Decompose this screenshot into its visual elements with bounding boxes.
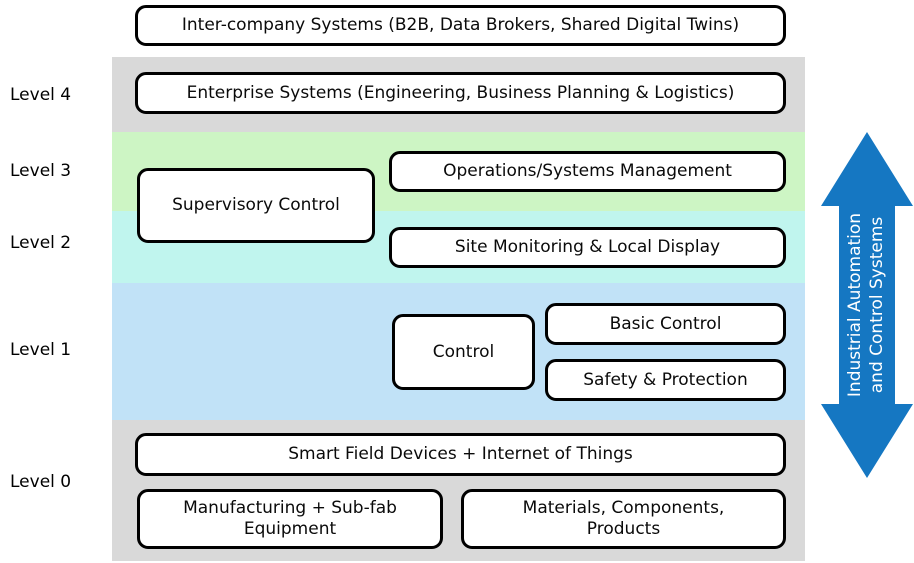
node-label: Basic Control (609, 313, 722, 334)
node-label: Control (432, 341, 495, 362)
node-supervisory-control: Supervisory Control (137, 168, 375, 243)
node-label: Manufacturing + Sub-fab Equipment (183, 498, 397, 539)
node-label: Operations/Systems Management (443, 161, 732, 181)
node-label: Site Monitoring & Local Display (454, 237, 721, 257)
node-label: Safety & Protection (583, 369, 748, 390)
node-enterprise-systems: Enterprise Systems (Engineering, Busines… (135, 72, 786, 114)
level-1-label: Level 1 (10, 340, 72, 360)
node-control: Control (392, 314, 535, 390)
node-basic-control: Basic Control (545, 303, 786, 345)
node-label: Smart Field Devices + Internet of Things (288, 444, 633, 464)
iacs-arrow-caption-line2: and Control Systems (867, 216, 887, 394)
node-site-monitoring-local-display: Site Monitoring & Local Display (389, 227, 786, 268)
arrow-shape (821, 132, 913, 478)
double-vertical-arrow-icon (821, 132, 913, 478)
level-2-label: Level 2 (10, 233, 72, 253)
iacs-arrow-caption-line1: Industrial Automation (845, 212, 865, 398)
node-inter-company-systems: Inter-company Systems (B2B, Data Brokers… (135, 5, 786, 46)
node-label: Inter-company Systems (B2B, Data Brokers… (181, 15, 740, 35)
iacs-arrow-caption: Industrial Automation and Control System… (844, 195, 888, 415)
node-label: Enterprise Systems (Engineering, Busines… (186, 82, 735, 103)
node-label: Materials, Components, Products (522, 498, 725, 539)
node-smart-field-devices-iot: Smart Field Devices + Internet of Things (135, 433, 786, 476)
level-0-label: Level 0 (10, 472, 72, 492)
level-3-label: Level 3 (10, 161, 72, 181)
node-operations-systems-management: Operations/Systems Management (389, 151, 786, 192)
node-manufacturing-subfab-equipment: Manufacturing + Sub-fab Equipment (137, 489, 443, 549)
node-label: Supervisory Control (172, 195, 340, 215)
node-safety-protection: Safety & Protection (545, 359, 786, 401)
node-materials-components-products: Materials, Components, Products (461, 489, 786, 549)
level-4-label: Level 4 (10, 85, 72, 105)
